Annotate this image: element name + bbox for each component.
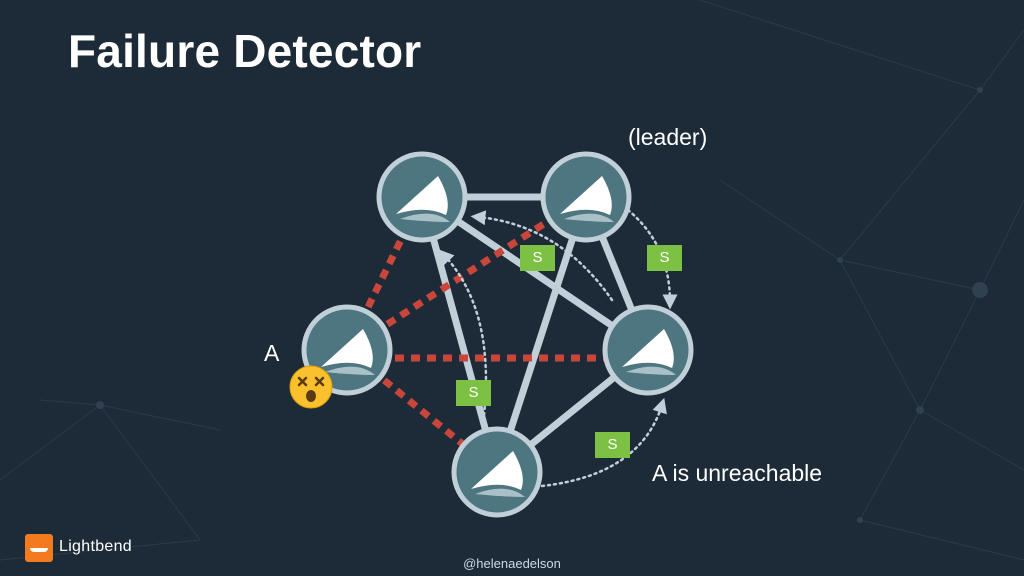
akka-logo-icon	[560, 176, 612, 215]
heartbeat-arrow-top-right-to-right	[626, 208, 678, 310]
node-right	[602, 304, 694, 396]
status-badge: S	[647, 245, 682, 271]
node-bottom	[451, 426, 543, 518]
status-badge: S	[595, 432, 630, 458]
heartbeat-arrow-bottom-to-right	[540, 397, 667, 488]
dizzy-face-icon	[289, 365, 333, 409]
slide-title: Failure Detector	[68, 25, 422, 77]
unreachable-edge-a-top-left	[343, 195, 426, 352]
status-badge: S	[456, 380, 491, 406]
edge-top-right-bottom	[493, 193, 590, 476]
lightbend-logo-icon	[25, 534, 53, 562]
unreachable-label: A is unreachable	[652, 460, 823, 486]
edge-top-left-bottom	[418, 193, 501, 476]
node-a-label: A	[264, 340, 280, 366]
akka-logo-icon	[396, 176, 448, 215]
logo-text: Lightbend	[59, 538, 132, 555]
node-top-left	[376, 151, 468, 243]
heartbeat-arrow-right-to-top-left	[470, 210, 614, 302]
leader-label: (leader)	[628, 124, 708, 150]
status-badge: S	[520, 245, 555, 271]
akka-logo-icon	[471, 451, 523, 490]
akka-logo-icon	[321, 329, 373, 368]
node-top-right-leader	[540, 151, 632, 243]
author-handle: @helenaedelson	[463, 556, 561, 571]
akka-logo-icon	[622, 329, 674, 368]
